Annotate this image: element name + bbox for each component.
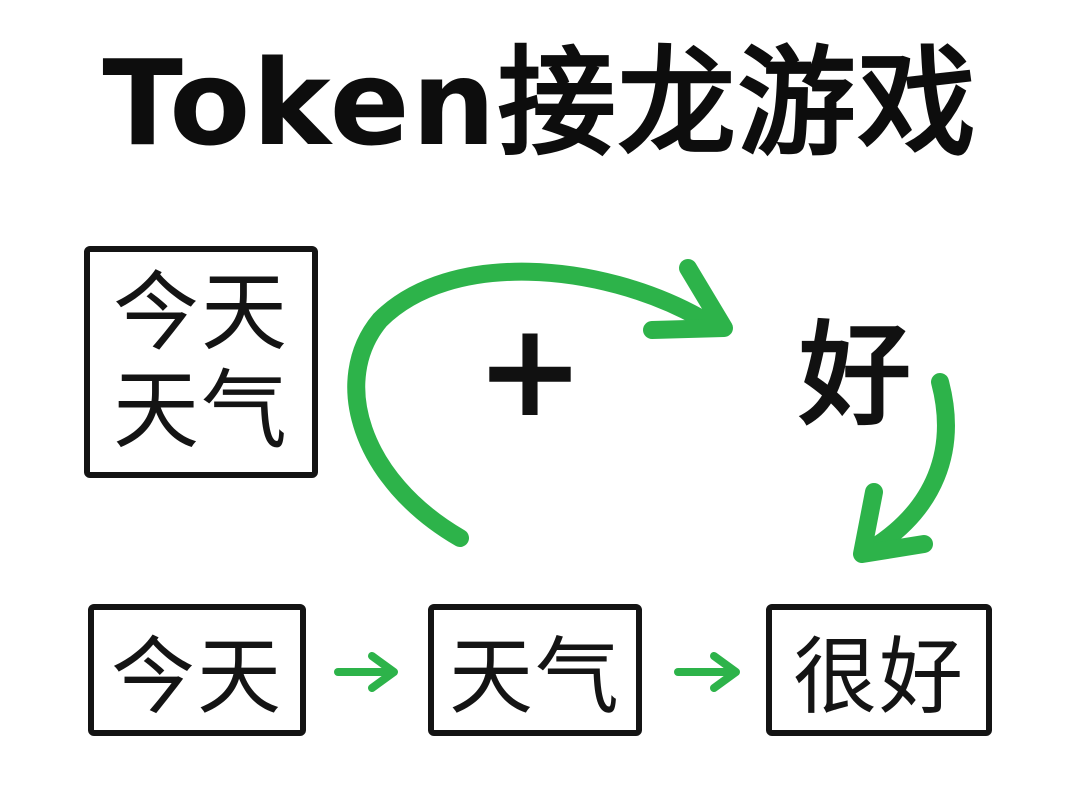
curved-arrow-icon bbox=[347, 259, 733, 547]
context-box: 今天 天气 bbox=[84, 246, 318, 478]
right-arrow-icon bbox=[334, 652, 398, 692]
sequence-token-2: 天气 bbox=[428, 604, 642, 736]
context-line-2: 天气 bbox=[113, 361, 289, 461]
curved-down-arrow-icon bbox=[853, 373, 955, 563]
context-line-1: 今天 bbox=[113, 263, 289, 363]
plus-sign: + bbox=[475, 294, 585, 446]
page-title: Token接龙游戏 bbox=[102, 34, 978, 172]
next-token: 好 bbox=[799, 311, 911, 441]
sequence-token-1: 今天 bbox=[88, 604, 306, 736]
sequence-token-3: 很好 bbox=[766, 604, 992, 736]
right-arrow-icon bbox=[674, 652, 740, 692]
